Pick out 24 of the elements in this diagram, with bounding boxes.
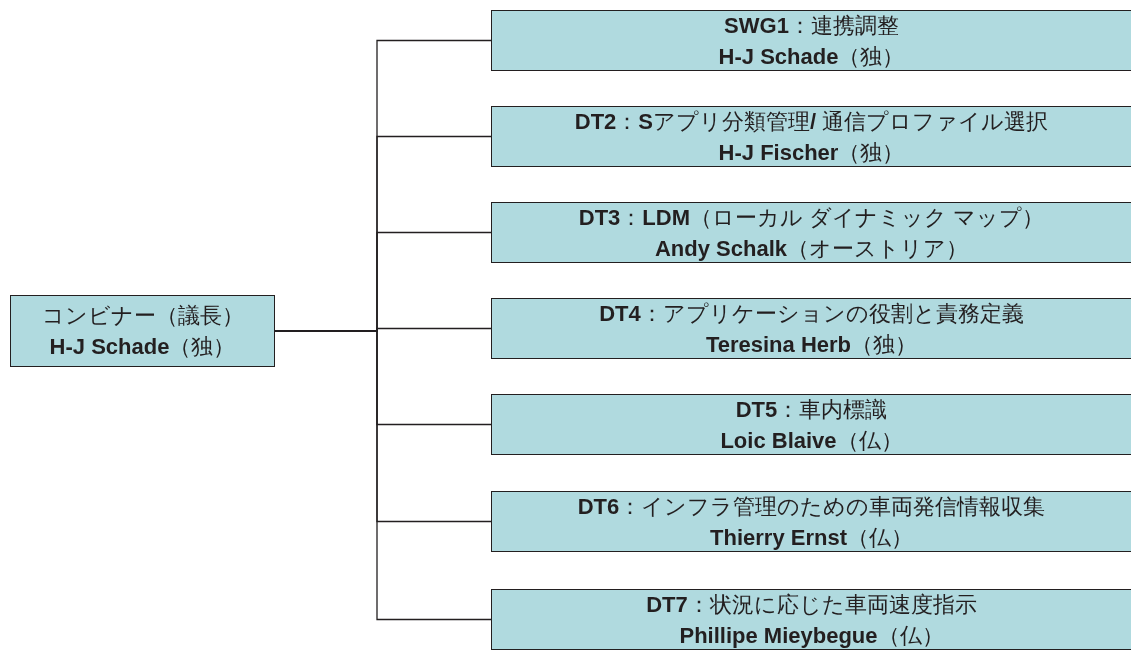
box-heading: SWG1：連携調整 [724, 11, 899, 40]
person-name: H-J Schade（独） [718, 42, 905, 71]
chair-box [10, 295, 275, 367]
person-name: H-J Fischer（独） [718, 138, 905, 167]
group-box [491, 589, 1131, 650]
box-heading: DT4：アプリケーションの役割と責務定義 [599, 299, 1024, 328]
person-name: Phillipe Mieybegue（仏） [679, 621, 944, 650]
group-box [491, 394, 1131, 455]
box-heading: DT3：LDM（ローカル ダイナミック マップ） [578, 203, 1045, 232]
group-box [491, 491, 1131, 552]
person-name: Teresina Herb（独） [705, 330, 918, 359]
group-box [491, 202, 1131, 263]
person-name: Thierry Ernst（仏） [710, 523, 913, 552]
box-heading: DT6：インフラ管理のための車両発信情報収集 [577, 492, 1046, 521]
box-heading: DT2：Sアプリ分類管理/ 通信プロファイル選択 [574, 107, 1049, 136]
box-heading: コンビナー（議長） [41, 302, 244, 330]
person-name: Loic Blaive（仏） [720, 426, 903, 455]
group-box [491, 106, 1131, 167]
box-heading: DT5：車内標識 [735, 395, 888, 424]
group-box [491, 10, 1131, 71]
group-box [491, 298, 1131, 359]
person-name: H-J Schade（独） [49, 333, 236, 361]
person-name: Andy Schalk（オーストリア） [654, 234, 968, 263]
box-heading: DT7：状況に応じた車両速度指示 [646, 590, 977, 619]
